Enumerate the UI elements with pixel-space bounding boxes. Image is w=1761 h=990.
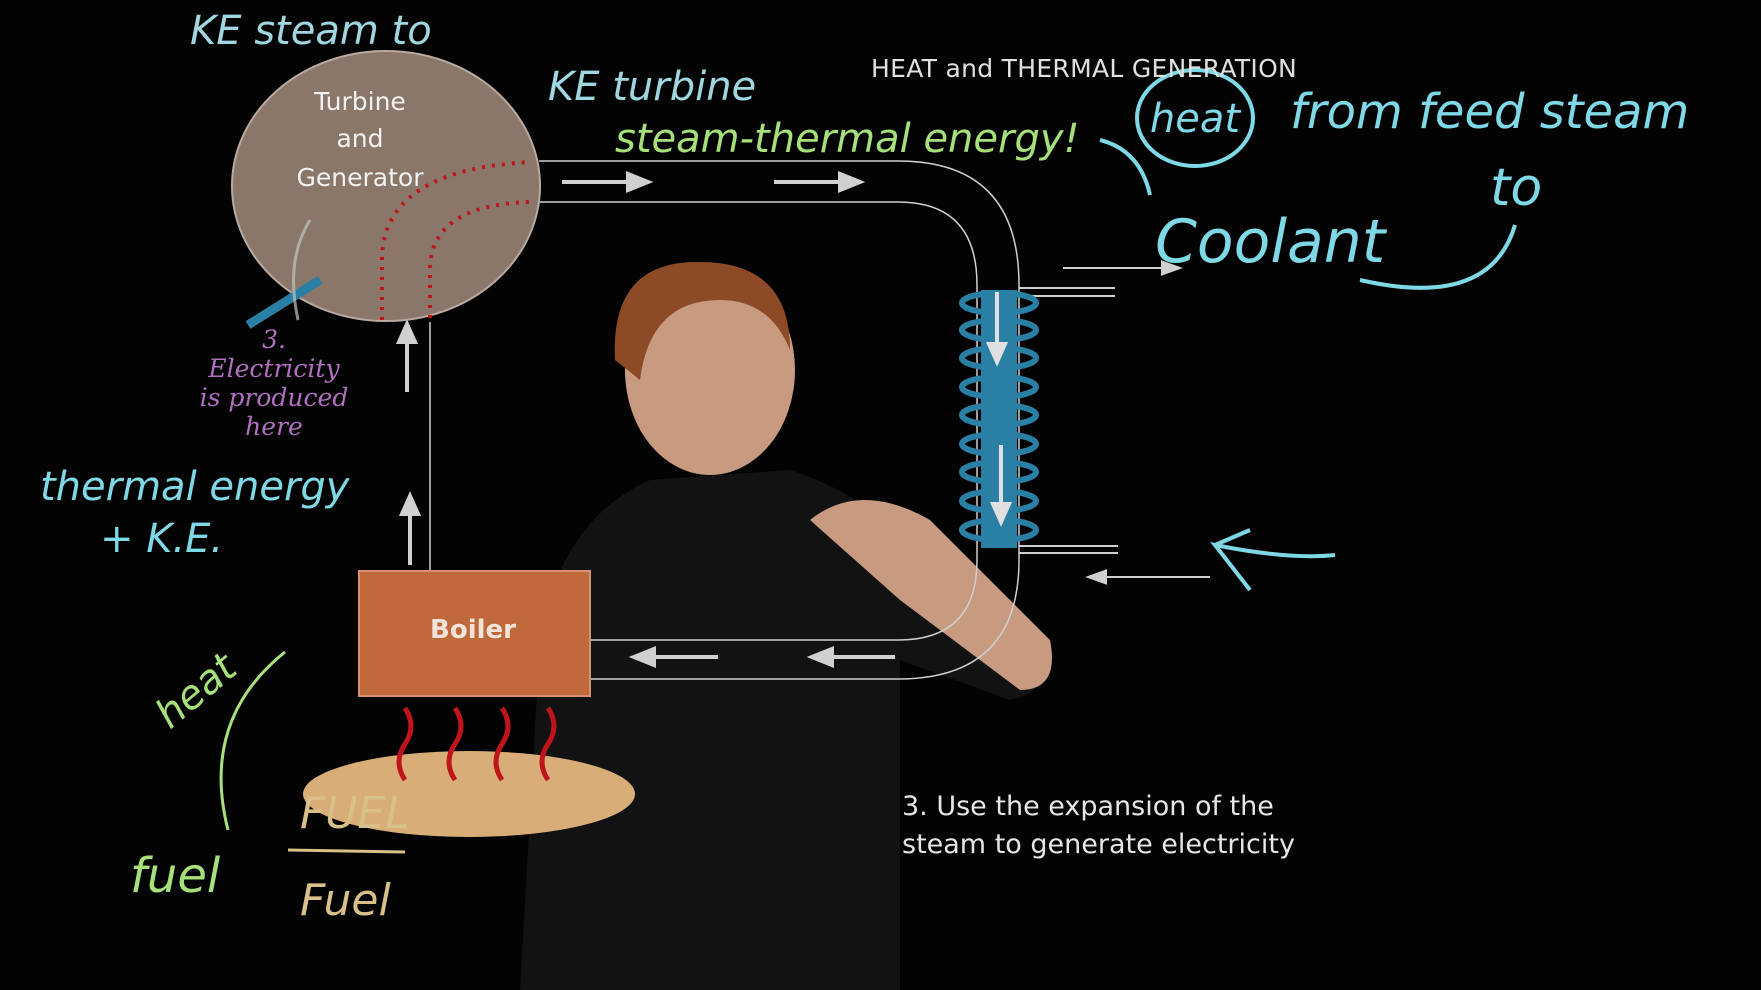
turbine-label-2: and [336,124,383,153]
step-caption: 3. Use the expansion of the steam to gen… [902,788,1295,864]
hw-coolant: Coolant [1155,207,1388,277]
hw-fuel-green: fuel [130,848,221,904]
note-line: is produced [200,383,349,412]
fuel-burner [303,706,635,837]
hw-heat: heat [1150,96,1241,142]
hw-plus-ke: + K.E. [100,516,223,562]
hw-thermal-energy: thermal energy [40,464,351,510]
hw-circle [1135,68,1255,168]
hw-arrow-heat-up [219,650,286,831]
presenter [520,261,1052,990]
slide-title: HEAT and THERMAL GENERATION [871,54,1298,83]
caption-line: steam to generate electricity [902,829,1295,860]
heat-exchanger [959,290,1039,548]
note-line: 3. [262,325,286,354]
caption-line: 3. Use the expansion of the [902,791,1274,822]
flame-icons [396,706,557,782]
hw-to: to [1490,158,1542,218]
hw-steam-thermal: steam-thermal energy! [615,116,1080,162]
hw-fuel: Fuel [300,875,391,926]
coolant-lines [1019,287,1118,554]
hw-fuel-caps: FUEL [300,788,410,839]
boiler-label: Boiler [430,615,516,645]
turbine-label-1: Turbine [313,87,406,116]
hw-arrow-curve [1359,224,1517,290]
electricity-arrow [245,276,323,329]
hw-arrow-left [1210,528,1336,592]
note-line: Electricity [207,354,340,383]
electricity-note: 3. Electricity is produced here [200,325,349,441]
hw-arrow-heat [1099,138,1152,196]
hw-ke-steam: KE steam to [190,8,432,54]
flow-arrows [395,171,1210,668]
hw-ke-turbine: KE turbine [548,64,756,110]
hw-underline [287,848,406,854]
hw-arrow-up [292,219,312,321]
boiler: Boiler [358,570,591,697]
turbine-label-3: Generator [297,163,425,192]
note-line: here [245,412,303,441]
turbine-generator: Turbine and Generator [231,50,541,329]
hw-from-feed-steam: from feed steam [1290,84,1689,140]
